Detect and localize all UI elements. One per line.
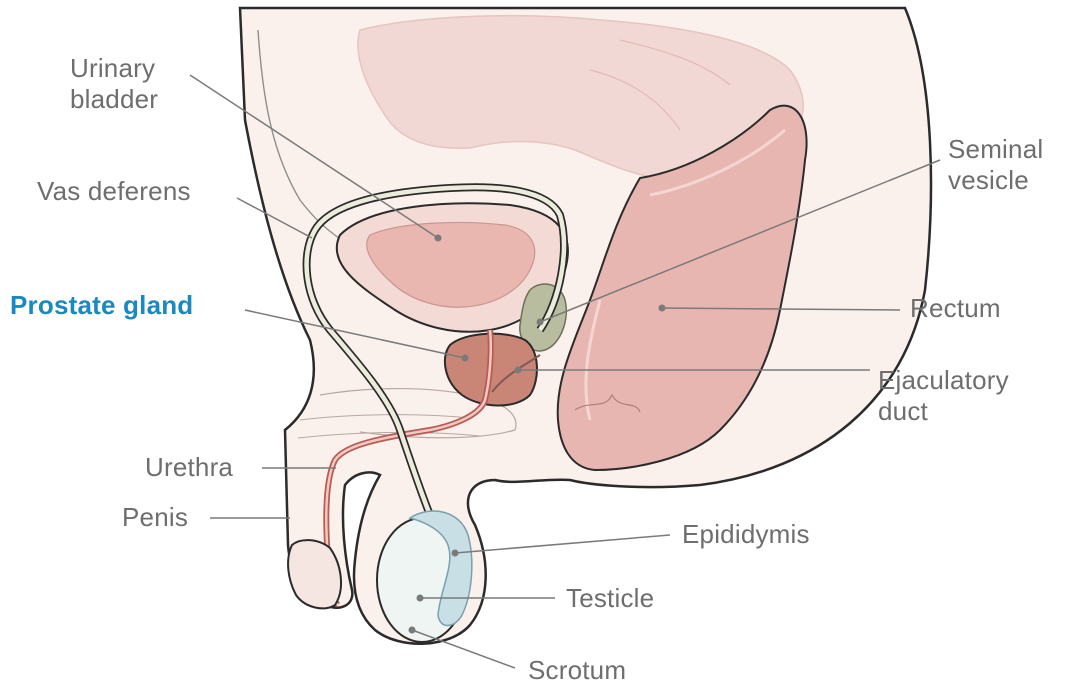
label-ejaculatory-duct: Ejaculatory duct <box>878 365 1009 427</box>
label-prostate-gland: Prostate gland <box>10 290 193 321</box>
dot-prostate-gland <box>462 355 469 362</box>
label-testicle: Testicle <box>566 583 654 614</box>
label-rectum: Rectum <box>910 293 1001 324</box>
label-urinary-bladder-line2: bladder <box>70 84 158 115</box>
dot-scrotum <box>409 627 416 634</box>
label-seminal-vesicle-line1: Seminal <box>948 134 1043 165</box>
dot-testicle <box>417 595 424 602</box>
dot-urinary-bladder <box>435 235 442 242</box>
label-scrotum: Scrotum <box>528 655 626 686</box>
label-urethra: Urethra <box>145 452 233 483</box>
label-penis: Penis <box>122 502 188 533</box>
label-seminal-vesicle-line2: vesicle <box>948 165 1043 196</box>
dot-seminal-vesicle <box>537 319 544 326</box>
dot-rectum <box>659 305 666 312</box>
label-vas-deferens: Vas deferens <box>37 176 191 207</box>
label-seminal-vesicle: Seminal vesicle <box>948 134 1043 196</box>
label-ejaculatory-duct-line2: duct <box>878 396 1009 427</box>
label-epididymis: Epididymis <box>682 519 810 550</box>
leader-epididymis <box>455 535 670 553</box>
leader-scrotum <box>412 630 515 668</box>
label-urinary-bladder: Urinary bladder <box>70 53 158 115</box>
label-ejaculatory-duct-line1: Ejaculatory <box>878 365 1009 396</box>
dot-epididymis <box>452 550 459 557</box>
dot-ejaculatory-duct <box>515 367 522 374</box>
label-urinary-bladder-line1: Urinary <box>70 53 158 84</box>
